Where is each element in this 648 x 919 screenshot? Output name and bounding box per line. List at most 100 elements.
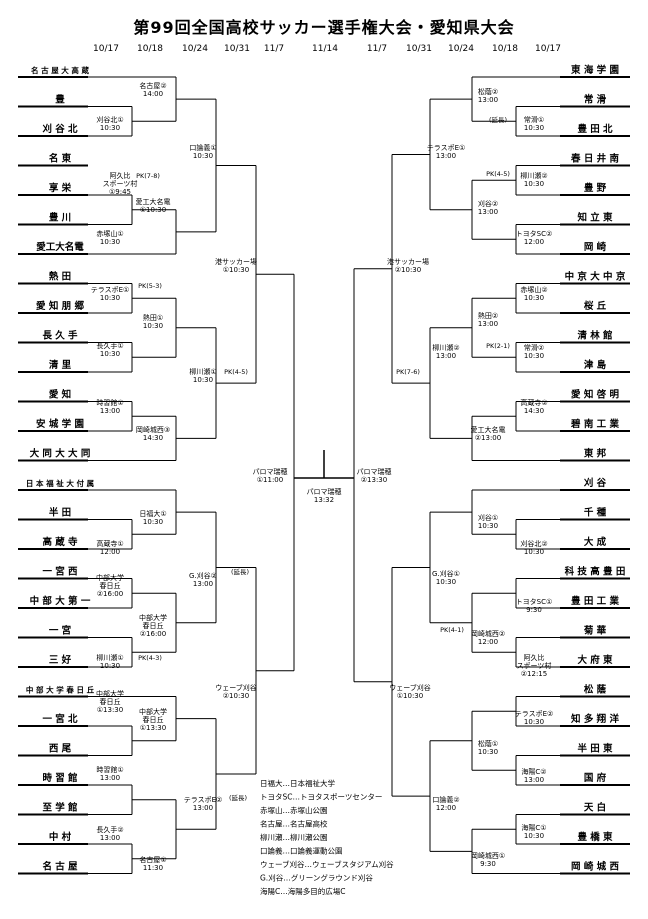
team-name-right: 春 日 井 南 [570,153,619,165]
result-note: (延長) [231,567,249,576]
team-name-left: 豊 [55,94,65,106]
venue-label: 10:30 [524,180,544,188]
legend-entry: トヨタSC…トヨタスポーツセンター [260,793,382,802]
venue-label: ②13:00 [475,434,501,442]
venue-label: 13:32 [314,496,334,504]
team-name-left: 名 東 [49,153,72,165]
venue-label: G.刈谷① [432,569,460,578]
team-name-left: 長 久 手 [42,330,78,342]
team-name-left: 大 同 大 大 同 [30,448,91,460]
venue-label: 海陽C① [521,823,546,832]
legend-entry: ウェーブ刈谷…ウェーブスタジアム刈谷 [260,859,394,869]
venue-label: ウェーブ刈谷 [389,683,431,692]
team-name-right: 豊 野 [584,182,607,194]
venue-label: 赤塚山① [96,229,123,238]
venue-label: 阿久比 [524,653,545,662]
date-label: 10/31 [224,44,250,54]
venue-label: 13:00 [436,152,456,160]
team-name-left: 三 好 [49,654,72,666]
venue-label: 柳川瀬① [189,367,216,376]
team-name-right: 天 白 [584,802,606,814]
team-name-right: 科 技 高 豊 田 [565,566,626,578]
venue-label: 12:00 [524,238,544,246]
legend-entry: 赤塚山…赤塚山公園 [260,805,328,815]
team-name-right: 知 立 東 [576,212,613,224]
team-name-right: 知 多 翔 洋 [570,713,619,725]
venue-label: ①9:45 [109,188,131,196]
venue-label: G.刈谷② [189,571,217,580]
venue-label: 12:00 [100,548,120,556]
team-name-left: 中 部 大 第 一 [30,595,91,607]
page-title: 第99回全国高校サッカー選手権大会・愛知県大会 [133,18,515,37]
venue-label: ①13:30 [97,706,123,714]
team-name-right: 豊 田 工 業 [571,595,619,607]
venue-label: 熱田① [143,313,163,322]
date-label: 10/24 [448,44,474,54]
legend-entry: G.刈谷…グリーングラウンド刈谷 [260,873,373,883]
venue-label: 刈谷② [478,199,498,208]
venue-label: 中部大学 [96,573,124,582]
venue-label: 春日丘 [100,581,121,590]
venue-label: 10:30 [436,578,456,586]
team-name-right: 津 島 [584,359,607,371]
team-name-right: 岡 崎 城 西 [571,861,619,873]
team-name-right: 碧 南 工 業 [570,418,619,430]
venue-label: ①10:30 [140,206,166,214]
team-name-right: 半 田 東 [577,743,613,755]
venue-label: 松蔭① [478,739,498,748]
venue-label: 10:30 [524,124,544,132]
team-name-left: 愛工大名電 [36,241,84,253]
team-name-left: 愛 知 朋 郷 [36,300,84,312]
team-name-left: 享 栄 [49,182,72,194]
venue-label: 10:30 [524,832,544,840]
team-name-right: 豊 田 北 [577,123,613,135]
venue-label: 刈谷北① [96,115,123,124]
venue-label: 柳川瀬① [96,653,123,662]
venue-label: 松蔭② [478,87,498,96]
team-name-left: 刈 谷 北 [42,123,78,135]
venue-label: 10:30 [100,662,120,670]
venue-label: 愛工大名電 [471,425,506,434]
venue-label: 9:30 [480,860,496,868]
team-name-left: 清 里 [49,359,72,371]
team-name-right: 岡 崎 [584,241,607,253]
venue-label: 13:00 [100,834,120,842]
team-name-right: 松 蔭 [584,684,607,696]
venue-label: 熱田② [478,311,498,320]
venue-label: ウェーブ刈谷 [215,683,257,692]
result-note: PK(2-1) [486,342,510,350]
venue-label: 11:30 [143,864,163,872]
result-note: PK(4-3) [138,654,162,662]
result-note: (延長) [489,115,507,124]
venue-label: 春日丘 [143,715,164,724]
venue-label: 日福大① [139,509,166,518]
venue-label: 12:00 [478,638,498,646]
team-name-right: 常 滑 [584,94,607,106]
team-name-left: 西 尾 [49,744,72,755]
venue-label: 海陽C② [521,767,546,776]
venue-label: 柳川瀬② [432,343,459,352]
venue-label: 港サッカー場 [215,257,257,266]
date-label: 10/18 [492,44,518,54]
team-name-left: 中 村 [49,831,72,843]
team-name-right: 菊 華 [583,625,607,637]
team-name-left: 一 宮 北 [42,713,78,725]
team-name-left: 愛 知 [49,389,71,401]
team-name-left: 安 城 学 園 [36,418,84,430]
team-name-right: 大 成 [584,536,607,548]
venue-label: 高蔵寺① [96,539,123,548]
result-note: PK(4-5) [486,170,510,178]
legend-entry: 名古屋…名古屋高校 [260,819,328,829]
team-name-right: 愛 知 啓 明 [571,389,619,401]
date-label: 10/31 [406,44,432,54]
venue-label: パロマ瑞穂 [357,467,392,476]
venue-label: 10:30 [524,548,544,556]
venue-label: スポーツ村 [103,179,138,188]
team-name-right: 国 府 [584,772,607,784]
venue-label: 10:30 [100,124,120,132]
venue-label: 口論義① [189,143,216,152]
venue-label: ①10:30 [397,692,423,700]
venue-label: 中部大学 [139,613,167,622]
venue-label: 岡崎城西③ [136,425,170,434]
venue-label: 柳川瀬② [520,171,547,180]
